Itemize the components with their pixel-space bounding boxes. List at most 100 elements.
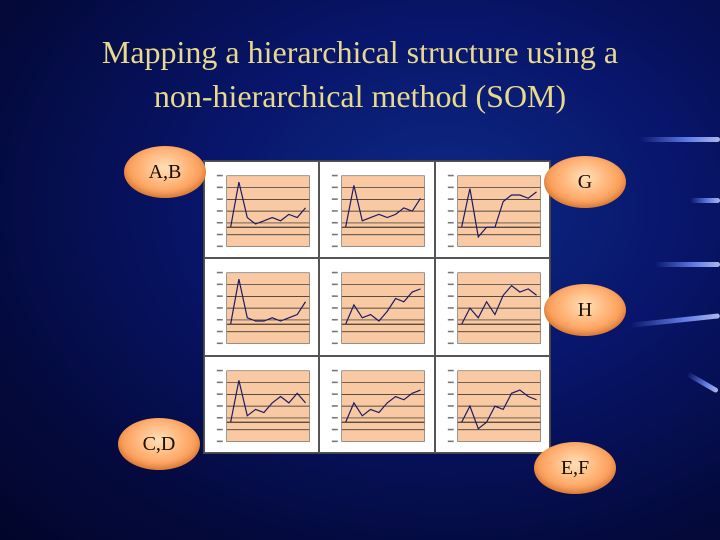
tick-label-mark [332, 331, 339, 333]
som-node-panel [204, 258, 320, 356]
tick-label-mark [216, 428, 223, 430]
tick-label-mark [447, 307, 454, 310]
tick-label-mark [332, 369, 339, 372]
cluster-label-ab: A,B [124, 146, 206, 198]
tick-label-mark [216, 342, 223, 345]
som-node-panel [319, 258, 435, 356]
tick-label-mark [216, 416, 223, 419]
tick-label-mark [332, 272, 339, 274]
tick-label-mark [216, 404, 223, 407]
tick-label-mark [216, 295, 223, 298]
decor-streak [655, 262, 720, 267]
series-line [345, 185, 422, 228]
tick-label-mark [216, 272, 223, 274]
cluster-label-ab-text: A,B [148, 160, 182, 183]
tick-label-mark [332, 381, 339, 383]
tick-label-mark [332, 210, 339, 212]
som-node-panel [434, 258, 550, 356]
tick-label-mark [447, 233, 454, 236]
tick-label-mark [216, 393, 223, 395]
cluster-label-ef-text: E,F [560, 456, 590, 479]
tick-label-mark [332, 221, 339, 224]
tick-label-mark [447, 283, 454, 286]
decor-streak [690, 198, 720, 203]
cluster-label-cd: C,D [118, 418, 200, 470]
tick-label-mark [216, 331, 223, 333]
tick-label-mark [332, 186, 339, 189]
tick-label-mark [332, 283, 339, 286]
mini-line-chart [332, 174, 426, 248]
decor-streak [686, 371, 719, 394]
tick-label-mark [332, 319, 339, 321]
tick-label-mark [216, 283, 223, 286]
tick-label-mark [332, 393, 339, 395]
series-line [230, 182, 306, 228]
tick-label-mark [447, 186, 454, 189]
tick-label-mark [216, 221, 223, 224]
tick-label-mark [332, 416, 339, 419]
slide-title: Mapping a hierarchical structure using a… [20, 30, 700, 118]
series-line [345, 288, 422, 325]
mini-line-chart [447, 369, 541, 442]
title-line-1: Mapping a hierarchical structure using a [101, 34, 619, 70]
tick-label-mark [447, 272, 454, 274]
tick-label-mark [447, 198, 454, 200]
tick-label-mark [332, 307, 339, 310]
series-line [230, 279, 307, 325]
tick-label-mark [447, 331, 454, 333]
tick-label-mark [447, 221, 454, 224]
series-line [345, 389, 422, 423]
mini-line-chart [332, 272, 426, 345]
tick-label-mark [447, 319, 454, 321]
series-line [460, 389, 537, 430]
mini-line-chart [332, 369, 426, 442]
som-node-panel [434, 161, 550, 259]
tick-label-mark [447, 440, 454, 442]
tick-label-mark [447, 381, 454, 383]
tick-label-mark [447, 210, 454, 212]
tick-label-mark [216, 381, 223, 383]
cluster-label-h: H [544, 284, 626, 336]
mini-line-chart [216, 174, 310, 248]
tick-label-mark [332, 295, 339, 298]
tick-label-mark [216, 186, 223, 189]
cluster-label-h-text: H [577, 298, 593, 321]
tick-label-mark [447, 393, 454, 395]
series-line [230, 379, 306, 423]
decor-streak [640, 137, 720, 142]
tick-label-mark [216, 440, 223, 442]
tick-label-mark [216, 245, 223, 248]
tick-label-mark [447, 428, 454, 430]
tick-label-mark [332, 174, 339, 177]
tick-label-mark [332, 245, 339, 248]
cluster-label-ef: E,F [534, 442, 616, 494]
tick-label-mark [332, 404, 339, 407]
series-line [460, 285, 537, 325]
tick-label-mark [216, 307, 223, 310]
tick-label-mark [332, 440, 339, 442]
som-node-panel [204, 355, 320, 453]
cluster-label-g-text: G [577, 170, 593, 193]
som-node-panel [319, 355, 435, 453]
mini-line-chart [216, 369, 310, 442]
cluster-label-cd-text: C,D [142, 432, 176, 455]
tick-label-mark [447, 295, 454, 298]
tick-label-mark [332, 428, 339, 430]
mini-line-chart [216, 272, 310, 345]
tick-label-mark [447, 416, 454, 419]
cluster-label-g: G [544, 156, 626, 208]
som-node-panel [434, 355, 550, 453]
tick-label-mark [447, 245, 454, 248]
mini-line-chart [447, 174, 541, 248]
tick-label-mark [332, 198, 339, 200]
tick-label-mark [447, 342, 454, 345]
tick-label-mark [216, 198, 223, 200]
som-panel-grid [203, 160, 551, 454]
title-line-2: non-hierarchical method (SOM) [153, 78, 567, 114]
tick-label-mark [447, 404, 454, 407]
decor-streak [629, 313, 720, 328]
tick-label-mark [447, 369, 454, 372]
tick-label-mark [216, 174, 223, 177]
som-node-panel [204, 161, 320, 259]
tick-label-mark [216, 210, 223, 212]
